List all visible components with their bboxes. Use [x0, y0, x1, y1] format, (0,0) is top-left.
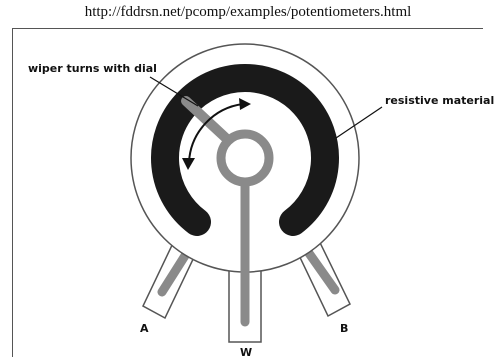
resistive-track — [151, 64, 339, 236]
pin-w-label: W — [240, 346, 252, 359]
figure-frame — [12, 28, 483, 357]
resistive-label: resistive material — [385, 94, 494, 107]
rotation-arrow — [182, 98, 251, 170]
resistive-callout-line — [335, 106, 383, 139]
source-url: http://fddrsn.net/pcomp/examples/potenti… — [84, 4, 412, 20]
pin-a-label: A — [140, 322, 149, 335]
wiper-callout-line — [149, 76, 199, 107]
center-hub — [216, 129, 274, 187]
pin-b-label: B — [340, 322, 348, 335]
wiper-label: wiper turns with dial — [28, 62, 157, 75]
